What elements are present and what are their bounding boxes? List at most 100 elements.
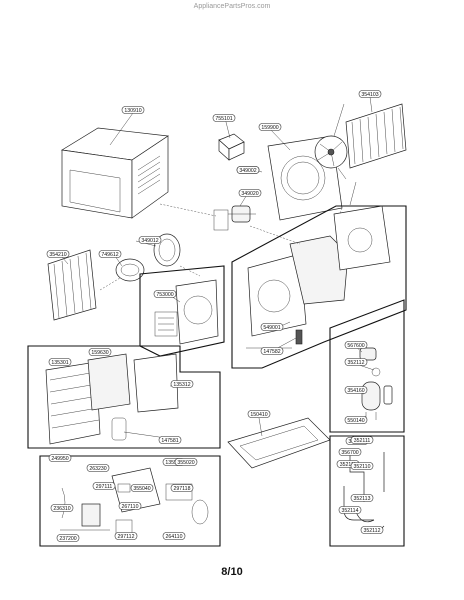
part-label: 349002 — [236, 166, 260, 174]
part-label: 349020 — [238, 189, 262, 197]
part-number-text: 549001 — [263, 325, 280, 331]
part-number-text: 355040 — [133, 486, 150, 492]
part-number-text: 753000 — [156, 292, 173, 298]
part-label: 150410 — [247, 410, 271, 418]
part-label: 349012 — [138, 236, 162, 244]
part-label: 147581 — [158, 436, 182, 444]
air-guide-part — [154, 279, 219, 345]
part-label-box — [56, 534, 80, 542]
control-parts — [60, 467, 209, 537]
air-guide-group-box — [139, 265, 225, 357]
part-label: 297111 — [92, 482, 116, 490]
part-label: 749612 — [98, 250, 122, 258]
part-number-text: 147582 — [263, 349, 280, 355]
control-group-box — [39, 455, 221, 547]
part-label: 267110 — [118, 502, 142, 510]
part-number-text: 352114 — [342, 508, 359, 514]
part-label-box — [212, 114, 236, 122]
part-label-box — [260, 347, 284, 355]
part-label-box — [86, 464, 110, 472]
cabinet-part — [60, 127, 169, 219]
part-number-text: 349012 — [141, 238, 158, 244]
part-number-text: 352113 — [354, 496, 371, 502]
front-grille-group-box — [27, 345, 221, 449]
part-number-text: 267110 — [122, 504, 139, 510]
part-label: 297112 — [114, 532, 138, 540]
part-label-box — [236, 166, 260, 174]
part-label: 352112 — [344, 358, 368, 366]
part-label-box — [121, 106, 145, 114]
part-number-text: 352112 — [364, 528, 381, 534]
part-label: 354103 — [358, 90, 382, 98]
part-label: 135301 — [48, 358, 72, 366]
part-number-text: 550140 — [347, 418, 364, 424]
part-label-box — [344, 386, 368, 394]
part-label-box — [50, 504, 74, 512]
part-label: 159900 — [258, 123, 282, 131]
part-number-text: 352110 — [354, 464, 371, 470]
part-label-box — [46, 250, 70, 258]
part-label: 249950 — [48, 454, 72, 462]
part-label: 567600 — [344, 341, 368, 349]
part-label-box — [338, 448, 362, 456]
part-number-text: 352111 — [354, 438, 371, 444]
evaporator-coil-part — [47, 249, 97, 321]
part-label: 755101 — [212, 114, 236, 122]
part-label-box — [98, 250, 122, 258]
part-label-box — [92, 482, 116, 490]
part-number-text: 297111 — [96, 484, 113, 490]
part-number-text: 159900 — [261, 125, 278, 131]
part-label-box — [130, 484, 154, 492]
orifice-ring-part — [115, 258, 145, 282]
part-label-box — [88, 348, 112, 356]
compressor-group-box — [329, 299, 405, 433]
part-label-box — [338, 506, 362, 514]
part-number-text: 135502 — [165, 460, 182, 466]
part-number-text: 237200 — [59, 536, 76, 542]
part-label-box — [238, 189, 262, 197]
part-number-text: 135312 — [173, 382, 190, 388]
part-number-text: 263230 — [89, 466, 106, 472]
part-number-text: 352111 — [340, 462, 357, 468]
part-label: 356700 — [338, 448, 362, 456]
part-label-box — [114, 532, 138, 540]
part-labels: 1309105460113490201353121475811353011596… — [46, 90, 384, 542]
part-label: 354210 — [46, 250, 70, 258]
part-number-text: 354210 — [49, 252, 66, 258]
part-label-box — [344, 341, 368, 349]
part-label-box — [350, 436, 374, 444]
part-number-text: 236310 — [53, 506, 70, 512]
page-number: 8/10 — [221, 566, 243, 578]
front-grille-part — [45, 353, 179, 445]
part-label: 355040 — [130, 484, 154, 492]
part-label: 352111 — [350, 436, 374, 444]
part-label: 130910 — [121, 106, 145, 114]
part-label: 753000 — [153, 290, 177, 298]
part-label-box — [247, 410, 271, 418]
condenser-coil-top-part — [345, 103, 407, 169]
part-label: 135312 — [170, 380, 194, 388]
part-label: 550140 — [344, 416, 368, 424]
part-label: 352112 — [360, 526, 384, 534]
part-label-box — [350, 462, 374, 470]
part-label: 263230 — [86, 464, 110, 472]
part-label-box — [344, 358, 368, 366]
part-label: 264110 — [162, 532, 186, 540]
part-number-text: 130910 — [124, 108, 141, 114]
part-label: 352113 — [350, 494, 374, 502]
part-number-text: 567600 — [347, 343, 364, 349]
part-label-box — [344, 416, 368, 424]
part-number-text: 755101 — [215, 116, 232, 122]
part-label: 355020 — [174, 458, 198, 466]
part-label-box — [174, 458, 198, 466]
part-label: 352114 — [338, 506, 362, 514]
barrier-part — [246, 205, 391, 349]
part-label-box — [360, 526, 384, 534]
part-number-text: 297118 — [174, 486, 191, 492]
part-label-box — [48, 454, 72, 462]
part-number-text: 354103 — [361, 92, 378, 98]
part-label-box — [170, 380, 194, 388]
part-label-box — [350, 494, 374, 502]
part-label: 549001 — [260, 323, 284, 331]
